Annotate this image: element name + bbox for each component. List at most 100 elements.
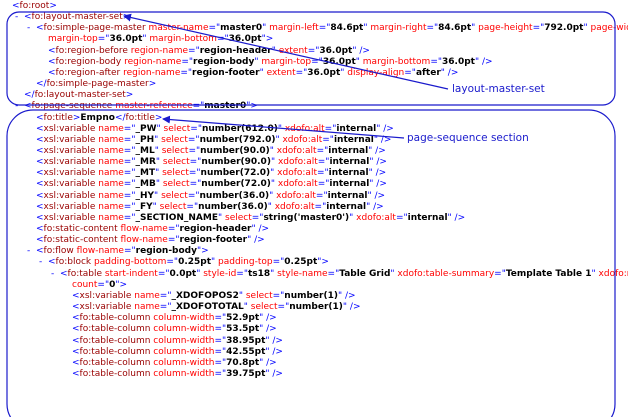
attribute-value: _MB [135, 179, 156, 190]
markup: " /> [337, 290, 356, 301]
markup: =" [315, 190, 328, 201]
collapse-toggle[interactable]: - [51, 268, 55, 279]
attribute-value: internal [336, 123, 377, 134]
markup: =" [188, 45, 200, 56]
markup: " [275, 134, 283, 145]
tag-name: xsl:variable [43, 190, 99, 201]
markup: < [36, 157, 44, 168]
tag-name: fo:table-column [79, 357, 154, 368]
markup: " /> [369, 179, 387, 190]
markup: =" [318, 23, 331, 34]
attribute-value: 36.0pt [307, 67, 341, 78]
tag-name: fo:table-column [79, 324, 154, 335]
code-line: </fo:layout-master-set> [15, 90, 133, 101]
markup: " [363, 23, 371, 34]
markup: < [36, 168, 44, 179]
markup: =" [192, 101, 205, 112]
markup: =" [123, 134, 136, 145]
markup: "> [115, 279, 128, 290]
tag-name: fo:simple-page-master [43, 23, 149, 34]
markup: < [72, 335, 80, 346]
markup: "> [261, 34, 274, 45]
markup: " [269, 145, 277, 156]
markup: "> [197, 246, 209, 257]
collapse-toggle[interactable]: - [15, 101, 19, 112]
attribute-name: select [162, 157, 190, 168]
markup: < [72, 346, 80, 357]
markup: </ [24, 90, 35, 101]
markup: " /> [440, 67, 459, 78]
markup: =" [295, 67, 308, 78]
markup: =" [167, 224, 180, 234]
markup: < [36, 23, 44, 34]
attribute-value: 42.55pt [226, 346, 266, 357]
collapse-toggle[interactable]: - [39, 257, 43, 268]
markup: < [48, 67, 56, 78]
attribute-name: select [250, 302, 278, 313]
tag-name: fo:title [43, 112, 73, 123]
markup: < [36, 112, 44, 123]
attribute-name: column-width [153, 313, 215, 324]
markup: " /> [247, 235, 265, 246]
code-line: <fo:table-column column-width="53.5pt" /… [63, 324, 277, 335]
attribute-name: select [159, 201, 187, 212]
markup: =" [123, 168, 136, 179]
markup: " [262, 23, 270, 34]
code-line: <fo:table-column column-width="38.95pt" … [63, 336, 283, 347]
code-line: -<fo:flow flow-name="region-body"> [27, 246, 209, 257]
attribute-name: name [98, 179, 124, 190]
markup: " /> [259, 324, 277, 335]
code-line: <xsl:variable name="_PW" select="number(… [27, 124, 394, 135]
tag-name: fo:flow [43, 246, 77, 257]
markup: " /> [366, 201, 384, 212]
collapse-toggle[interactable]: - [27, 23, 31, 34]
markup: " /> [259, 313, 277, 324]
attribute-name: column-width [153, 324, 215, 335]
attribute-name: column-width [153, 368, 215, 379]
collapse-toggle[interactable]: - [27, 246, 31, 257]
code-line: count="0"> [63, 280, 127, 291]
code-line: <xsl:variable name="_MT" select="number(… [27, 168, 386, 179]
markup: =" [236, 268, 248, 279]
layout-master-set-box [6, 11, 616, 106]
markup: < [48, 45, 56, 56]
attribute-value: master0 [220, 23, 263, 34]
attribute-value: number(1) [284, 290, 338, 301]
code-line: <fo:root> [3, 1, 57, 12]
collapse-toggle[interactable]: - [15, 12, 19, 23]
code-line: <fo:table-column column-width="70.8pt" /… [63, 358, 277, 369]
markup: " [390, 268, 398, 279]
tag-name: fo:region-before [55, 45, 131, 56]
attribute-name: style-name [277, 268, 328, 279]
tag-name: xsl:variable [43, 201, 99, 212]
tag-name: xsl:variable [43, 157, 99, 168]
attribute-value: number(36.0) [198, 201, 268, 212]
tag-name: xsl:variable [79, 302, 135, 313]
page-sequence-arrow [162, 115, 405, 139]
markup: =" [311, 56, 323, 67]
attribute-value: 0 [109, 279, 116, 290]
markup: =" [324, 123, 337, 134]
attribute-value: 84.6pt [438, 23, 472, 34]
markup: " [259, 67, 267, 78]
attribute-value: number(72.0) [200, 168, 271, 179]
code-line: <xsl:variable name="_HY" select="number(… [27, 191, 385, 202]
attribute-name: column-width [153, 335, 215, 346]
attribute-name: select [161, 134, 188, 145]
code-line: <fo:table-column column-width="42.55pt" … [63, 347, 283, 358]
attribute-name: xdofo:row [598, 268, 628, 279]
attribute-value: 52.9pt [226, 313, 260, 324]
markup: =" [166, 257, 179, 268]
markup: " [349, 212, 357, 223]
attribute-value: Template Table 1 [505, 268, 592, 279]
attribute-name: name [134, 290, 160, 301]
attribute-name: xdofo:alt [356, 212, 396, 223]
markup: > [125, 90, 134, 101]
attribute-value: _XDOFOTOTAL [171, 302, 244, 313]
markup: > [72, 112, 81, 123]
attribute-name: name [98, 145, 124, 156]
attribute-value: 36.0pt [228, 34, 262, 45]
markup: =" [208, 23, 221, 34]
markup: < [36, 224, 44, 234]
attribute-value: number(792.0) [199, 134, 276, 145]
